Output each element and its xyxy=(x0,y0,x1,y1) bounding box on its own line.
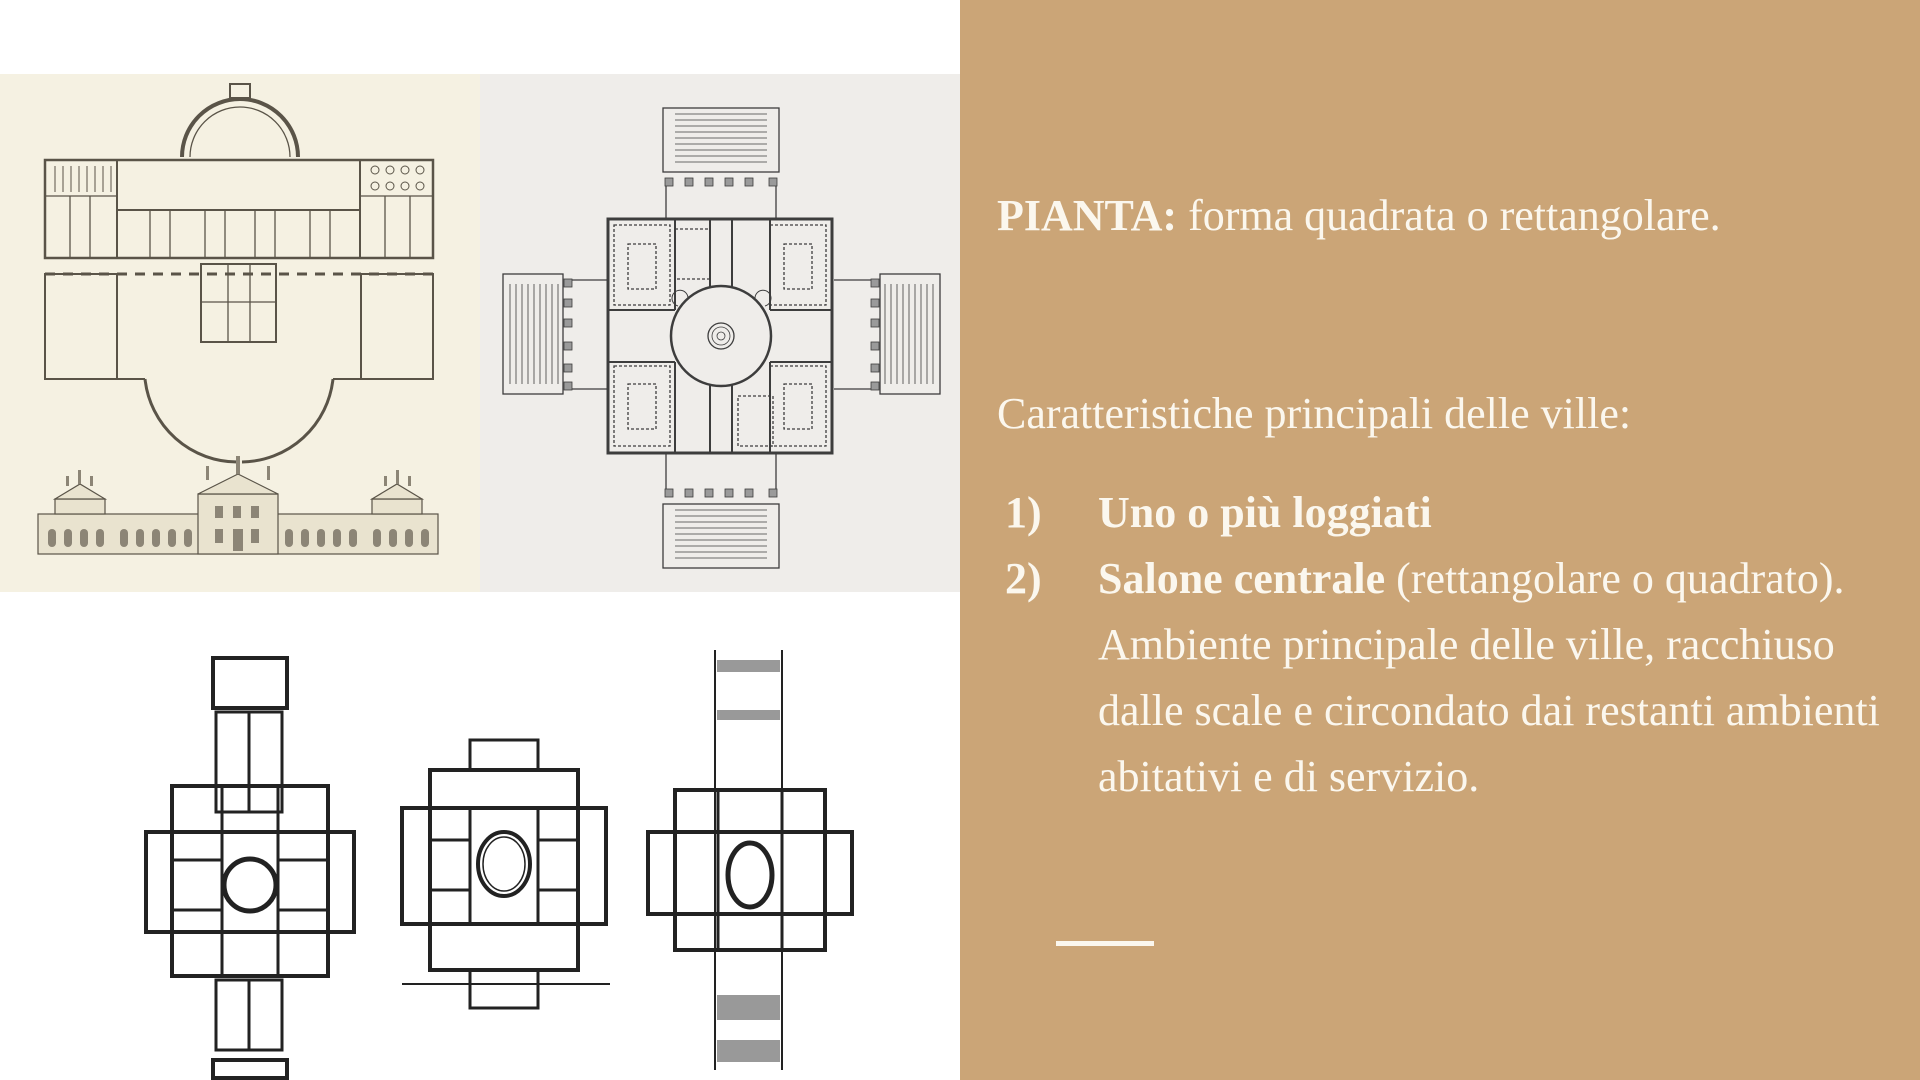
villa-badoer-plan-image xyxy=(0,74,480,592)
list-item: 1) Uno o più loggiati xyxy=(1005,480,1905,546)
pianta-text: forma quadrata o rettangolare. xyxy=(1177,191,1721,240)
text-panel: PIANTA: forma quadrata o rettangolare. C… xyxy=(960,0,1920,1080)
pianta-label: PIANTA: xyxy=(997,191,1178,240)
three-villa-plans-image xyxy=(0,600,960,1080)
list-item-text: (rettangolare o quadrato). Ambiente prin… xyxy=(1098,554,1880,801)
villa-rotonda-plan-image xyxy=(480,74,960,592)
list-item: 2) Salone centrale (rettangolare o quadr… xyxy=(1005,546,1905,810)
list-item-bold: Salone centrale xyxy=(1098,554,1386,603)
list-number: 2) xyxy=(1005,554,1042,603)
list-number: 1) xyxy=(1005,488,1042,537)
list-item-bold: Uno o più loggiati xyxy=(1098,488,1432,537)
decorative-rule xyxy=(1056,941,1154,946)
image-area xyxy=(0,74,960,1080)
intro-heading: Caratteristiche principali delle ville: xyxy=(997,389,1632,438)
pianta-line: PIANTA: forma quadrata o rettangolare. xyxy=(997,186,1721,246)
features-list: 1) Uno o più loggiati 2) Salone centrale… xyxy=(1005,480,1905,810)
